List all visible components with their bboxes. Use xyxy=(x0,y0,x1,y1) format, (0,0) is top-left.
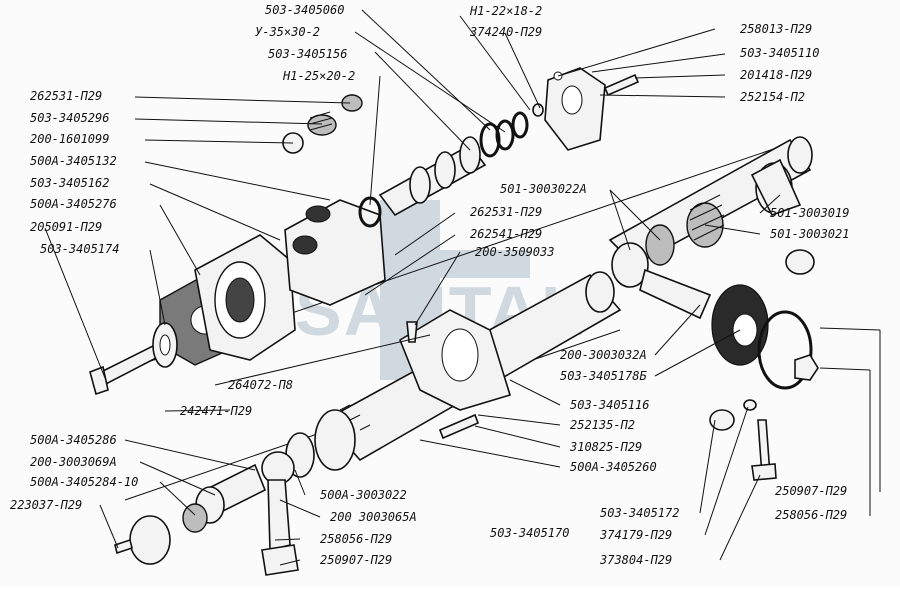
flange-housing-part xyxy=(194,234,296,361)
label-503-3405170: 503-3405170 xyxy=(490,526,569,540)
label-374179: 374179-П29 xyxy=(599,528,672,542)
label-205091: 205091-П29 xyxy=(30,220,102,234)
label-250907-lower: 250907-П29 xyxy=(320,553,392,567)
seal-disk-part xyxy=(711,284,769,366)
label-503-3405172: 503-3405172 xyxy=(600,506,679,520)
label-500a-3405276: 500А-3405276 xyxy=(30,197,117,211)
label-503-3405110: 503-3405110 xyxy=(740,46,819,60)
label-500a-3003022: 500А-3003022 xyxy=(320,488,407,502)
label-503-3405174: 503-3405174 xyxy=(40,242,119,256)
grease-fitting-part xyxy=(406,321,418,343)
leader-lines xyxy=(44,9,881,566)
label-310825: 310825-П29 xyxy=(569,440,642,454)
label-223037: 223037-П29 xyxy=(10,498,82,512)
washer-ring-part xyxy=(152,322,178,368)
valve-body-part xyxy=(284,199,386,306)
label-503-3405060: 503-3405060 xyxy=(265,3,344,17)
label-250907-right: 250907-П29 xyxy=(775,484,847,498)
label-374240: 374240-П29 xyxy=(469,25,542,39)
lower-spring-part xyxy=(182,503,208,533)
label-503-3405156: 503-3405156 xyxy=(268,47,347,61)
retaining-ring-part xyxy=(757,310,813,390)
label-500a-3405260: 500А-3405260 xyxy=(570,460,657,474)
ball-socket-part xyxy=(611,242,712,320)
label-252135: 252135-П2 xyxy=(570,418,635,432)
cover-bolt-part xyxy=(603,73,640,97)
label-200-3003032a: 200-3003032А xyxy=(560,348,647,362)
label-262541: 262541-П29 xyxy=(470,227,542,241)
label-503-3405116: 503-3405116 xyxy=(570,398,649,412)
part-labels: 503-3405060 H1-22×18-2 У-35×30-2 374240-… xyxy=(10,3,849,567)
label-262531-top: 262531-П29 xyxy=(30,89,102,103)
spring-small-part xyxy=(307,111,337,136)
label-262531-mid: 262531-П29 xyxy=(470,205,542,219)
plug-cap-part xyxy=(785,249,815,275)
label-252154: 252154-П2 xyxy=(740,90,805,104)
lower-flange-part xyxy=(399,309,512,411)
end-cap-part xyxy=(129,515,171,565)
bolt-250907-part xyxy=(751,419,777,481)
piston-part xyxy=(645,158,802,266)
label-242471: 242471-П29 xyxy=(180,404,252,418)
label-503-3405178b: 503-3405178Б xyxy=(560,369,647,383)
label-500a-3405284-10: 500А-3405284-10 xyxy=(30,475,138,489)
spool-rings-part xyxy=(479,103,544,158)
label-503-3405162: 503-3405162 xyxy=(30,176,109,190)
label-501-3003021: 501-3003021 xyxy=(770,227,849,241)
label-500a-3405286: 500А-3405286 xyxy=(30,433,117,447)
cover-plate-part xyxy=(544,67,606,151)
label-503-3405296: 503-3405296 xyxy=(30,111,109,125)
label-258013: 258013-П29 xyxy=(740,22,812,36)
small-screw-part xyxy=(114,538,133,555)
label-264072: 264072-П8 xyxy=(228,378,293,392)
plug-503-3405172-part xyxy=(709,409,735,431)
label-200-3003065a: 200 3003065А xyxy=(330,510,417,524)
label-201418: 201418-П29 xyxy=(740,68,812,82)
label-h1-22x18-2: H1-22×18-2 xyxy=(469,4,542,18)
o-ring-part xyxy=(358,196,382,228)
nut-part xyxy=(794,354,819,381)
label-500a-3405132: 500А-3405132 xyxy=(30,154,117,168)
label-u-35x30-2: У-35×30-2 xyxy=(255,25,320,39)
label-200-3509033: 200-3509033 xyxy=(475,245,554,259)
ball-stud-part xyxy=(261,451,299,576)
label-h1-25x20-2: Н1-25×20-2 xyxy=(282,69,355,83)
spool-valve-part xyxy=(378,136,487,217)
label-258056-right: 258056-П29 xyxy=(775,508,847,522)
label-200-3003069a: 200-3003069А xyxy=(30,455,117,469)
label-501-3003022a: 501-3003022А xyxy=(500,182,587,196)
label-258056-lower: 258056-П29 xyxy=(320,532,392,546)
screw-310825-part xyxy=(438,413,480,440)
label-373804: 373804-П29 xyxy=(599,553,672,567)
label-501-3003019: 501-3003019 xyxy=(770,206,849,220)
label-200-1601099: 200-1601099 xyxy=(30,132,109,146)
washer-374179-part xyxy=(743,399,757,411)
